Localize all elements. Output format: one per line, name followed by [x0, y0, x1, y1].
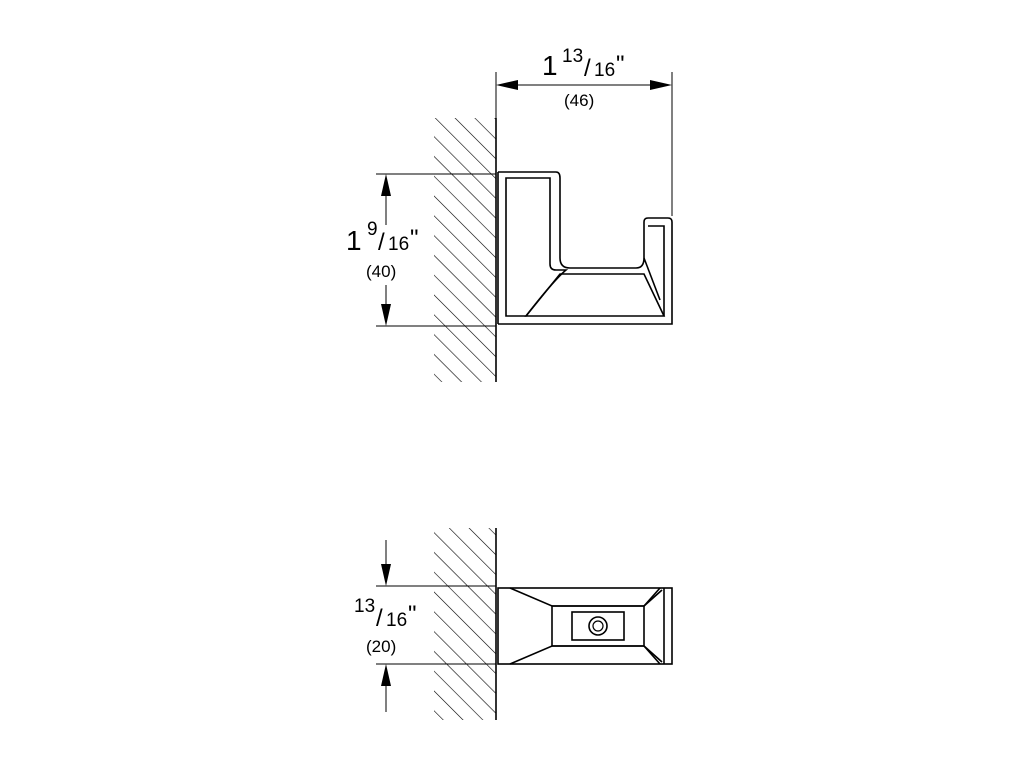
wall-hatch-bottom	[434, 528, 496, 720]
hook-side-profile	[497, 171, 673, 325]
width-dimension: 1 13 / 16 " (46)	[495, 46, 673, 216]
width-dim-numerator: 13	[562, 46, 583, 67]
depth-dim-unit: "	[408, 601, 417, 628]
width-dim-denominator: 16	[594, 60, 615, 81]
height-dimension: 1 9 / 16 " (40)	[346, 173, 496, 327]
width-dim-unit: "	[616, 51, 625, 78]
depth-dim-numerator: 13	[354, 596, 375, 617]
wall-hatch-top	[434, 118, 496, 382]
svg-text:/: /	[376, 605, 383, 632]
screw-icon	[588, 616, 608, 636]
width-dim-metric: (46)	[564, 91, 594, 110]
height-dim-metric: (40)	[366, 262, 396, 281]
height-dim-denominator: 16	[388, 234, 409, 255]
height-dim-numerator: 9	[367, 219, 378, 240]
svg-text:/: /	[378, 229, 385, 256]
side-view: 1 13 / 16 " (46) 1 9 / 16 " (40)	[346, 46, 673, 382]
height-dim-unit: "	[410, 225, 419, 252]
hook-top-profile	[497, 587, 673, 665]
depth-dim-metric: (20)	[366, 637, 396, 656]
depth-dim-denominator: 16	[386, 610, 407, 631]
svg-text:/: /	[584, 55, 591, 82]
top-view: 13 / 16 " (20)	[354, 528, 673, 720]
width-dim-whole: 1	[542, 50, 558, 81]
depth-dimension: 13 / 16 " (20)	[354, 540, 496, 712]
height-dim-whole: 1	[346, 225, 362, 256]
